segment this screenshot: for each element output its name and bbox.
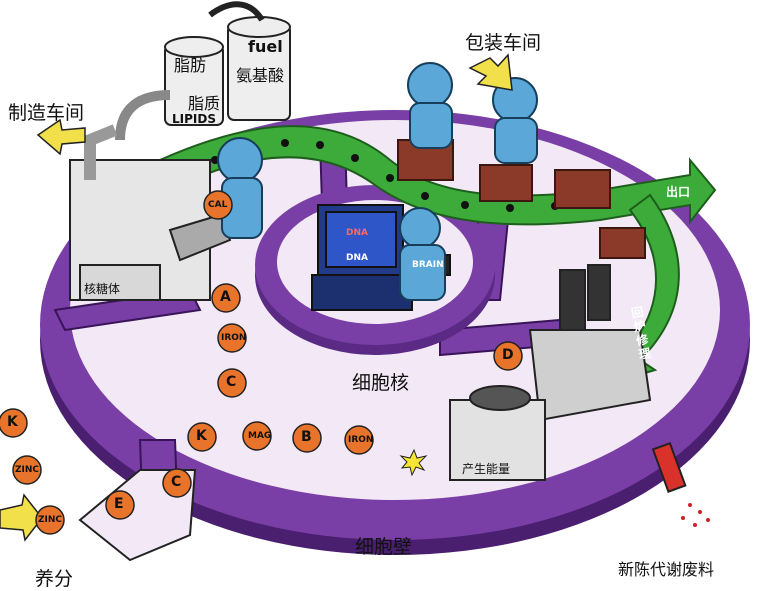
token-zinc-2 <box>35 505 65 535</box>
token-iron-1 <box>217 323 247 353</box>
dna-text-1: DNA <box>346 228 368 238</box>
lipid-label: 脂质 <box>188 94 221 113</box>
packaging-boxes <box>397 139 646 259</box>
worker-packer-1 <box>407 62 453 149</box>
token-a <box>211 283 241 313</box>
token-cal-label: CAL <box>208 200 228 210</box>
exit-label: 出口 <box>666 185 691 199</box>
spark-icon <box>399 448 428 477</box>
token-b-label: B <box>301 429 312 445</box>
amino-acid-label: 氨基酸 <box>236 66 285 85</box>
token-k-2 <box>0 408 28 438</box>
manufacturing-label: 制造车间 <box>8 102 85 124</box>
computer <box>311 204 451 311</box>
token-mag <box>242 421 272 451</box>
nucleus-label: 细胞核 <box>352 372 410 394</box>
energy-label: 产生能量 <box>462 462 511 476</box>
token-b <box>292 423 322 453</box>
token-c-1 <box>217 368 247 398</box>
token-k-1-label: K <box>196 428 207 444</box>
ribosome-machine <box>69 124 232 301</box>
ribosome-label: 核糖体 <box>84 282 121 296</box>
token-c-1-label: C <box>226 374 237 390</box>
input-arrows <box>0 53 513 542</box>
worker-cal <box>217 137 263 239</box>
token-iron-2-label: IRON <box>348 435 374 445</box>
fuel-label: fuel <box>248 37 283 56</box>
token-c-2 <box>162 468 192 498</box>
token-cal <box>203 190 233 220</box>
cell-wall-label: 细胞壁 <box>355 536 413 558</box>
waste-tube <box>651 441 710 527</box>
lipids-en-label: LIPIDS <box>172 112 216 126</box>
token-a-label: A <box>220 289 231 305</box>
packaging-label: 包装车间 <box>465 32 542 54</box>
fat-label: 脂肪 <box>174 56 207 75</box>
token-zinc-1-label: ZINC <box>15 465 40 475</box>
token-zinc-2-label: ZINC <box>38 515 63 525</box>
energy-furnace <box>449 264 652 481</box>
token-d-label: D <box>502 347 514 363</box>
token-e-label: E <box>114 496 124 512</box>
token-k-2-label: K <box>7 414 18 430</box>
token-mag-label: MAG <box>248 431 272 441</box>
token-zinc-1 <box>12 455 42 485</box>
token-d <box>493 341 523 371</box>
brain-text: BRAIN <box>412 260 444 270</box>
token-iron-1-label: IRON <box>221 333 247 343</box>
dna-text-2: DNA <box>346 253 368 263</box>
worker-packer-2 <box>492 77 538 164</box>
silos <box>115 1 291 141</box>
nutrients-label: 养分 <box>35 568 74 590</box>
token-c-2-label: C <box>171 474 182 490</box>
workers <box>217 62 538 301</box>
waste-label: 新陈代谢废料 <box>618 560 715 579</box>
token-k-1 <box>187 422 217 452</box>
token-e <box>105 490 135 520</box>
token-iron-2 <box>344 425 374 455</box>
worker-brain <box>399 207 446 301</box>
